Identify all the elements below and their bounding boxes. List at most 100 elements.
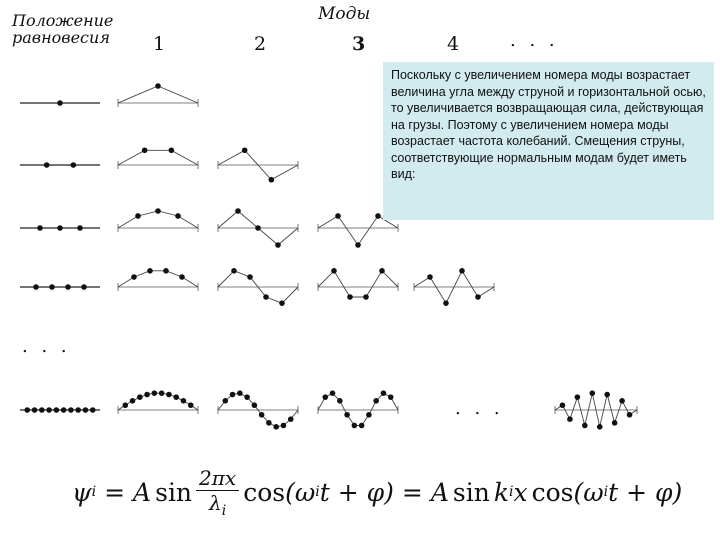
mode-bead	[596, 424, 603, 430]
mode-bead	[168, 147, 175, 154]
mode-bead	[567, 416, 573, 422]
formula-lambda: λ	[209, 490, 222, 515]
mode-bead	[147, 268, 153, 274]
mode-bead	[347, 294, 353, 300]
mode-bead	[231, 268, 237, 274]
mode-bead	[155, 208, 161, 214]
mode-number-4: 4	[447, 33, 460, 55]
modes-title: Моды	[318, 4, 371, 24]
equilibrium-bead	[49, 284, 55, 290]
formula-omega: (ω	[285, 477, 316, 507]
mode-bead	[427, 274, 433, 280]
mode-bead	[266, 420, 272, 426]
mode-bead	[180, 398, 187, 404]
mode-bead	[273, 424, 279, 430]
formula-lambda-sub: i	[221, 502, 227, 519]
mode-bead	[235, 208, 241, 214]
mode-string	[217, 149, 299, 181]
formula-phase-2: t + φ)	[608, 477, 683, 507]
mode-bead	[375, 213, 381, 219]
mode-bead	[187, 402, 194, 409]
mode-bead	[335, 213, 341, 219]
mode-string	[413, 269, 495, 305]
formula-amplitude: A	[133, 477, 152, 507]
formula-amplitude-2: A	[430, 477, 449, 507]
mode-string	[117, 149, 199, 166]
mode-bead	[237, 390, 243, 396]
equilibrium-bead	[33, 284, 39, 290]
mode-bead	[222, 398, 229, 404]
mode-bead	[559, 402, 566, 409]
mode-bead	[179, 274, 185, 280]
mode-bead	[275, 242, 281, 248]
mode-bead	[475, 294, 481, 300]
formula-fraction: 2πx λi	[196, 466, 240, 519]
equilibrium-bead	[53, 407, 60, 413]
mode-bead	[255, 225, 261, 231]
mode-bead	[379, 268, 385, 274]
mode-number-3: 3	[352, 33, 366, 55]
mode-string	[317, 392, 399, 426]
formula-omega-2: (ω	[573, 477, 604, 507]
mode-bead	[366, 411, 372, 418]
mode-string	[317, 215, 399, 246]
mode-bead	[589, 390, 596, 396]
mode-bead	[363, 294, 369, 300]
mode-bead	[155, 83, 161, 89]
mode-bead	[263, 294, 269, 300]
mode-bead	[144, 391, 150, 398]
equilibrium-bead	[46, 407, 52, 413]
mode-bead	[131, 274, 137, 280]
mode-bead	[626, 411, 633, 418]
mode-bead	[141, 147, 148, 154]
equilibrium-bead	[75, 407, 81, 413]
formula-phase: t + φ)	[319, 477, 394, 507]
mode-bead	[244, 394, 250, 400]
equilibrium-bead	[57, 100, 63, 106]
mode-bead	[287, 416, 294, 422]
mode-bead	[268, 176, 275, 183]
formula-x: x	[513, 477, 528, 507]
mode-bead	[151, 390, 158, 396]
mode-bead	[175, 213, 181, 219]
mode-bead	[344, 411, 350, 418]
equilibrium-bead	[82, 407, 89, 413]
mode-bead	[279, 300, 285, 306]
equilibrium-bead	[68, 407, 74, 413]
mode-bead	[459, 268, 465, 274]
mode-bead	[158, 390, 165, 396]
equilibrium-bead	[77, 225, 83, 231]
mode-bead	[329, 390, 336, 396]
mode-bead	[122, 402, 129, 409]
mode-bead	[166, 391, 172, 398]
mode-bead	[443, 300, 449, 306]
formula-equals: =	[104, 477, 126, 507]
equilibrium-bead	[57, 225, 63, 231]
mode-bead	[373, 398, 379, 404]
equilibrium-label: Положение равновесия	[12, 12, 113, 46]
equilibrium-bead	[43, 162, 50, 168]
mode-number-1: 1	[153, 33, 166, 55]
equilibrium-bead	[89, 407, 96, 413]
formula-k: k	[493, 477, 509, 507]
equilibrium-bead	[70, 162, 77, 168]
explanation-note: Поскольку с увеличением номера моды возр…	[383, 62, 714, 220]
formula-omega-sub: i	[315, 484, 320, 500]
formula-cos-2: cos	[531, 477, 574, 507]
equilibrium-bead	[65, 284, 71, 290]
mode-bead	[574, 394, 581, 400]
equilibrium-label-line2: равновесия	[12, 28, 110, 47]
mode-bead	[241, 147, 248, 154]
mode-bead	[331, 268, 337, 274]
rows-ellipsis: . . .	[22, 336, 71, 357]
formula-omega-2-sub: i	[603, 484, 609, 500]
mode-string	[217, 270, 299, 304]
equilibrium-bead	[24, 407, 31, 413]
mode-bead	[337, 398, 343, 404]
mode-bead	[611, 420, 618, 426]
formula-fraction-numerator: 2πx	[196, 466, 240, 491]
mode-bead	[135, 213, 141, 219]
modes-ellipsis: . . .	[455, 398, 504, 419]
equilibrium-bead	[60, 407, 67, 413]
